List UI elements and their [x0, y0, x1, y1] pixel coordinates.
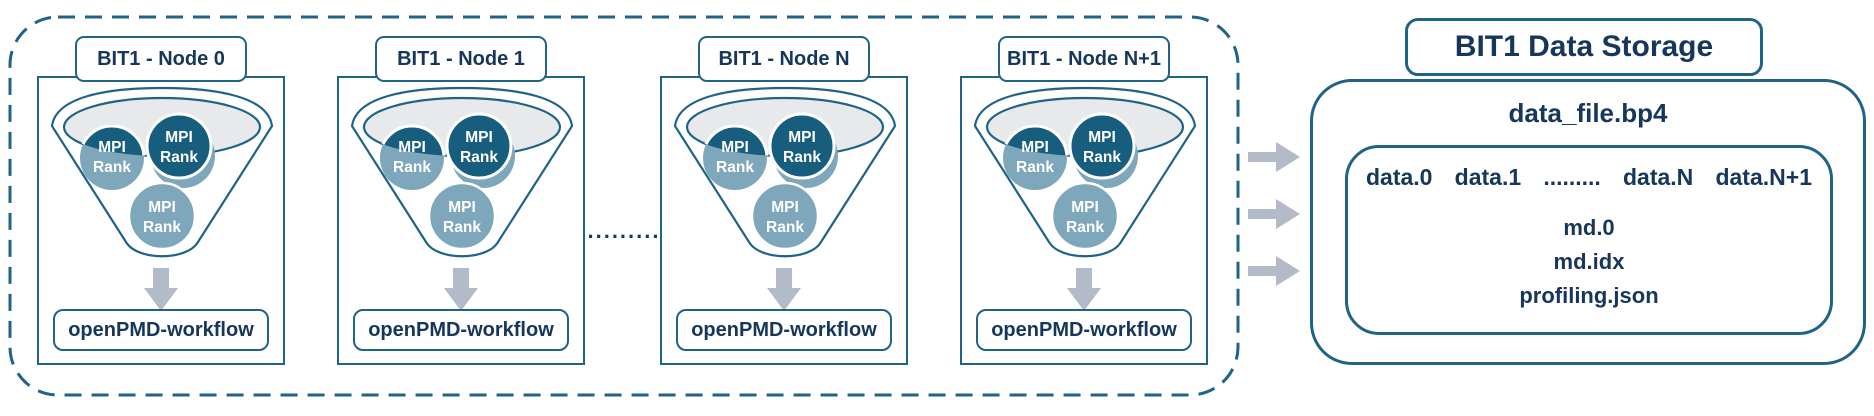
mpi-rank-text: MPI — [1088, 129, 1116, 146]
meta-file-entry: md.idx — [1553, 249, 1625, 274]
mpi-rank-circle-right — [1068, 112, 1136, 180]
mpi-funnel: MPI Rank MPI Rank MPI Rank — [350, 86, 574, 258]
meta-file-entry: md.0 — [1563, 215, 1615, 240]
storage-title: BIT1 Data Storage — [1405, 18, 1763, 76]
mpi-rank-circle-right — [445, 112, 513, 180]
workflow-box: openPMD-workflow — [53, 309, 269, 351]
mpi-rank-text: Rank — [1016, 159, 1054, 176]
meta-file-entry: profiling.json — [1519, 283, 1659, 308]
mpi-rank-text: Rank — [143, 219, 181, 236]
compute-node-N1: BIT1 - Node N+1 MPI Rank MPI Rank MPI Ra… — [960, 36, 1208, 365]
data-file-entry: data.0 — [1366, 164, 1433, 190]
down-arrow-icon — [767, 268, 801, 311]
mpi-rank-text: Rank — [1066, 219, 1104, 236]
storage-file-name: data_file.bp4 — [1508, 98, 1668, 128]
right-arrow-icon — [1248, 256, 1300, 286]
down-arrow-icon — [1067, 268, 1101, 311]
mpi-rank-text: MPI — [1021, 139, 1049, 156]
compute-node-N: BIT1 - Node N MPI Rank MPI Rank MPI Rank — [660, 36, 908, 365]
right-arrow-icon — [1248, 199, 1300, 229]
node-label: BIT1 - Node N+1 — [998, 36, 1170, 82]
mpi-rank-text: MPI — [788, 129, 816, 146]
mpi-rank-text: Rank — [460, 149, 498, 166]
node-body: MPI Rank MPI Rank MPI Rank openPMD-workf… — [960, 76, 1208, 365]
data-file-row: data.0 data.1 ......... data.N data.N+1 — [1348, 148, 1830, 191]
compute-node-0: BIT1 - Node 0 MPI Rank MPI Rank MPI Rank — [37, 36, 285, 365]
node-label: BIT1 - Node 1 — [375, 36, 547, 82]
node-label: BIT1 - Node 0 — [75, 36, 247, 82]
mpi-rank-text: MPI — [721, 139, 749, 156]
mpi-rank-text: MPI — [148, 199, 176, 216]
mpi-rank-text: Rank — [783, 149, 821, 166]
down-arrow-icon — [444, 268, 478, 311]
mpi-funnel: MPI Rank MPI Rank MPI Rank — [50, 86, 274, 258]
workflow-box: openPMD-workflow — [676, 309, 892, 351]
data-file-entry: data.1 — [1454, 164, 1522, 190]
right-arrow-icon — [1248, 142, 1300, 172]
workflow-box: openPMD-workflow — [353, 309, 569, 351]
storage-inner-box: data.0 data.1 ......... data.N data.N+1 … — [1345, 145, 1833, 335]
mpi-rank-circle-bottom — [127, 181, 197, 251]
mpi-rank-text: MPI — [398, 139, 426, 156]
node-label: BIT1 - Node N — [698, 36, 870, 82]
mpi-rank-text: Rank — [766, 219, 804, 236]
mpi-rank-text: Rank — [93, 159, 131, 176]
node-body: MPI Rank MPI Rank MPI Rank openPMD-workf… — [337, 76, 585, 365]
mpi-rank-text: Rank — [716, 159, 754, 176]
mpi-rank-circle-right — [145, 112, 213, 180]
mpi-funnel: MPI Rank MPI Rank MPI Rank — [973, 86, 1197, 258]
storage-outer-box: data_file.bp4 data.0 data.1 ......... da… — [1310, 79, 1866, 365]
mpi-rank-text: MPI — [165, 129, 193, 146]
mpi-funnel: MPI Rank MPI Rank MPI Rank — [673, 86, 897, 258]
mpi-rank-circle-bottom — [750, 181, 820, 251]
meta-file-list: md.0 md.idx profiling.json — [1348, 211, 1830, 313]
node-body: MPI Rank MPI Rank MPI Rank openPMD-workf… — [37, 76, 285, 365]
data-file-entry: data.N+1 — [1715, 164, 1812, 190]
mpi-rank-text: MPI — [1071, 199, 1099, 216]
mpi-rank-text: Rank — [393, 159, 431, 176]
nodes-ellipsis: ......... — [587, 218, 661, 243]
mpi-rank-text: Rank — [1083, 149, 1121, 166]
mpi-rank-text: Rank — [160, 149, 198, 166]
mpi-rank-text: MPI — [771, 199, 799, 216]
workflow-box: openPMD-workflow — [976, 309, 1192, 351]
mpi-rank-text: MPI — [448, 199, 476, 216]
compute-node-1: BIT1 - Node 1 MPI Rank MPI Rank MPI Rank — [337, 36, 585, 365]
mpi-rank-text: MPI — [98, 139, 126, 156]
mpi-rank-circle-right — [768, 112, 836, 180]
down-arrow-icon — [144, 268, 178, 311]
data-files-ellipsis: ......... — [1543, 164, 1601, 190]
mpi-rank-text: Rank — [443, 219, 481, 236]
mpi-rank-circle-bottom — [427, 181, 497, 251]
mpi-rank-text: MPI — [465, 129, 493, 146]
mpi-rank-circle-bottom — [1050, 181, 1120, 251]
data-file-entry: data.N — [1623, 164, 1694, 190]
node-body: MPI Rank MPI Rank MPI Rank openPMD-workf… — [660, 76, 908, 365]
